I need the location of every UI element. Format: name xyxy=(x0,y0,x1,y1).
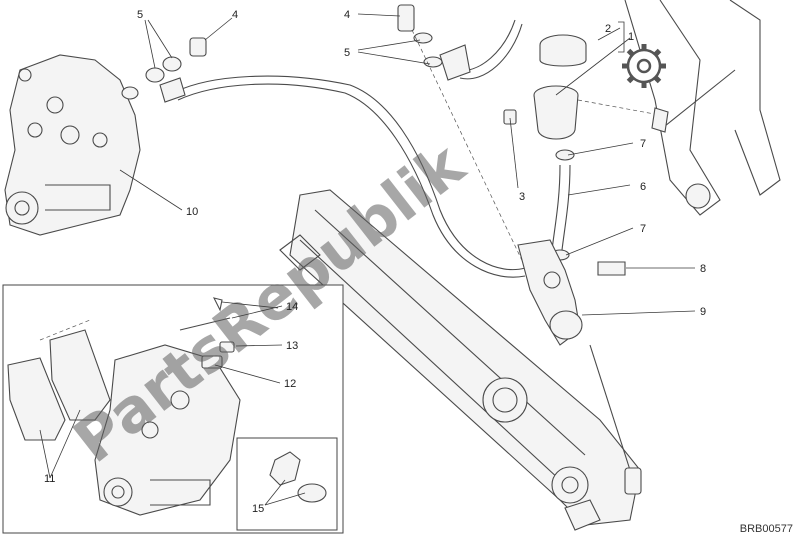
brake-hose xyxy=(174,19,526,278)
callout-label: 14 xyxy=(286,301,298,313)
master-cylinder xyxy=(517,149,642,495)
callout-label: 7 xyxy=(640,223,646,235)
callout-label: 11 xyxy=(44,473,55,485)
swingarm xyxy=(279,189,641,531)
callout-label: 5 xyxy=(344,47,350,59)
reference-code: BRB00577 xyxy=(739,523,793,535)
callout-label: 9 xyxy=(700,306,706,318)
callout-label: 5 xyxy=(137,9,143,21)
callout-label: 8 xyxy=(700,263,706,275)
callout-label: 15 xyxy=(252,503,264,515)
callout-label: 4 xyxy=(344,9,350,21)
callout-label: 3 xyxy=(519,191,525,203)
gear-icon xyxy=(622,44,666,88)
brake-fluid-reservoir xyxy=(503,34,669,140)
callout-label: 12 xyxy=(284,378,296,390)
callout-label: 7 xyxy=(640,138,646,150)
callout-label: 2 xyxy=(605,23,611,35)
frame-section xyxy=(624,0,781,216)
callout-labels: 1 2 3 4 4 5 5 6 7 7 8 9 10 11 12 13 14 1… xyxy=(44,9,706,515)
callout-label: 13 xyxy=(286,340,298,352)
banjo-bolt-upper xyxy=(397,4,561,341)
callout-label: 1 xyxy=(628,31,634,43)
leader-lines xyxy=(39,13,696,506)
callout-label: 6 xyxy=(640,181,646,193)
callout-label: 4 xyxy=(232,9,238,21)
rear-brake-caliper xyxy=(4,54,141,236)
callout-label: 10 xyxy=(186,206,198,218)
detail-inset xyxy=(2,284,344,534)
banjo-bolt-left xyxy=(121,37,207,103)
